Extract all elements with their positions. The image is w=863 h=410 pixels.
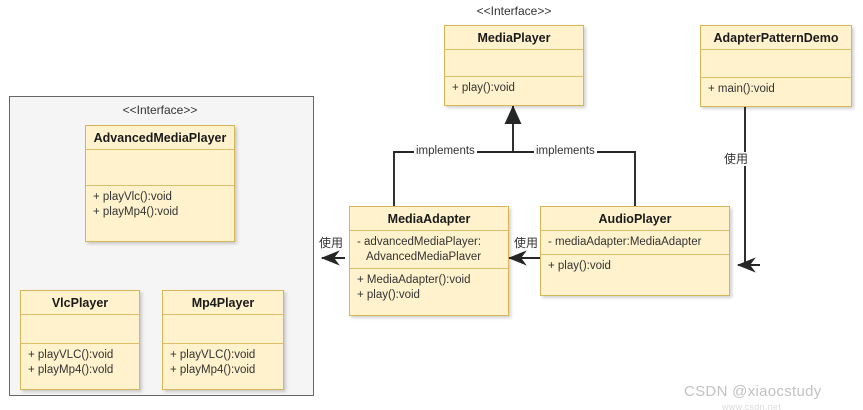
class-divider xyxy=(541,230,729,231)
class-methods-mp4-player: + playVLC():void + playMp4():void xyxy=(163,344,283,381)
class-attributes-vlc-player xyxy=(21,315,139,343)
method-line: + playMp4():vold xyxy=(28,363,114,376)
method-line: + playMp4():void xyxy=(170,363,256,376)
link-demo-uses-riser xyxy=(742,107,746,266)
class-methods-adapter-pattern-demo: + main():void xyxy=(701,78,851,101)
method-line: + playVlc():void xyxy=(93,191,172,203)
link-audio-player-implements xyxy=(513,151,636,206)
class-divider xyxy=(350,230,508,231)
class-name-advanced-media-player: AdvancedMediaPlayer xyxy=(93,131,227,145)
class-name-audio-player: AudioPlayer xyxy=(598,212,672,226)
class-divider xyxy=(21,314,139,315)
method-line: + playMp4():void xyxy=(93,205,179,218)
edge-label-media-adapter-implements: implements xyxy=(414,144,477,158)
class-methods-media-adapter: + MediaAdapter():void + play():void xyxy=(350,269,508,306)
class-attributes-mp4-player xyxy=(163,315,283,343)
class-name-media-player: MediaPlayer xyxy=(477,31,551,45)
edge-label-demo-uses: 使用 xyxy=(722,152,751,166)
class-attributes-advanced-media-player xyxy=(86,150,234,185)
class-divider xyxy=(86,149,234,150)
class-divider xyxy=(445,49,583,50)
method-line: + MediaAdapter():void xyxy=(357,274,471,286)
method-line: + playVLC():void xyxy=(28,349,114,361)
class-divider xyxy=(163,314,283,315)
watermark-subtext: www.csdn.net xyxy=(722,402,782,410)
class-attributes-audio-player: - mediaAdapter:MediaAdapter xyxy=(541,231,729,254)
class-attributes-adapter-pattern-demo xyxy=(701,50,851,77)
class-box-media-adapter[interactable]: MediaAdapter - advancedMediaPlayer: Adva… xyxy=(349,206,509,316)
class-name-mp4-player: Mp4Player xyxy=(191,296,255,310)
method-line: + play():void xyxy=(548,259,611,272)
class-name-adapter-pattern-demo: AdapterPatternDemo xyxy=(713,31,839,45)
class-box-media-player[interactable]: MediaPlayer + play():void xyxy=(444,25,584,106)
class-box-vlc-player[interactable]: VlcPlayer + playVLC():void + playMp4():v… xyxy=(20,290,140,390)
edge-label-audio-player-uses: 使用 xyxy=(512,236,541,250)
class-divider xyxy=(350,268,508,269)
watermark-text: CSDN @xiaocstudy xyxy=(684,383,822,400)
attribute-line: - mediaAdapter:MediaAdapter xyxy=(548,236,702,248)
method-line: + main():void xyxy=(708,83,775,95)
attribute-line: - advancedMediaPlayer: xyxy=(357,236,482,248)
class-box-mp4-player[interactable]: Mp4Player + playVLC():void + playMp4():v… xyxy=(162,290,284,390)
method-line: + playVLC():void xyxy=(170,349,256,361)
class-attributes-media-player xyxy=(445,50,583,76)
advanced-media-player-stereotype: <<Interface>> xyxy=(122,103,198,117)
class-divider xyxy=(445,76,583,77)
class-divider xyxy=(701,49,851,50)
class-divider xyxy=(21,343,139,344)
class-methods-audio-player: + play():void xyxy=(541,255,729,278)
attribute-line: AdvancedMediaPlaver xyxy=(366,250,482,263)
class-methods-media-player: + play():void xyxy=(445,77,583,100)
class-name-media-adapter: MediaAdapter xyxy=(387,212,471,226)
class-methods-vlc-player: + playVLC():void + playMp4():vold xyxy=(21,344,139,381)
class-attributes-media-adapter: - advancedMediaPlayer: AdvancedMediaPlav… xyxy=(350,231,508,268)
method-line: + play():void xyxy=(357,288,420,301)
class-divider xyxy=(163,343,283,344)
class-name-vlc-player: VlcPlayer xyxy=(51,296,109,310)
edge-label-media-adapter-uses: 使用 xyxy=(317,236,346,250)
method-line: + play():void xyxy=(452,82,515,94)
link-media-adapter-implements xyxy=(393,112,514,206)
class-divider xyxy=(86,185,234,186)
class-divider xyxy=(701,77,851,78)
class-box-adapter-pattern-demo[interactable]: AdapterPatternDemo + main():void xyxy=(700,25,852,107)
media-player-stereotype: <<Interface>> xyxy=(476,4,552,18)
class-methods-advanced-media-player: + playVlc():void + playMp4():void xyxy=(86,186,234,223)
class-box-advanced-media-player[interactable]: AdvancedMediaPlayer + playVlc():void + p… xyxy=(85,125,235,242)
class-divider xyxy=(541,253,729,255)
edge-label-audio-player-implements: implements xyxy=(534,144,597,158)
class-box-audio-player[interactable]: AudioPlayer - mediaAdapter:MediaAdapter … xyxy=(540,206,730,296)
